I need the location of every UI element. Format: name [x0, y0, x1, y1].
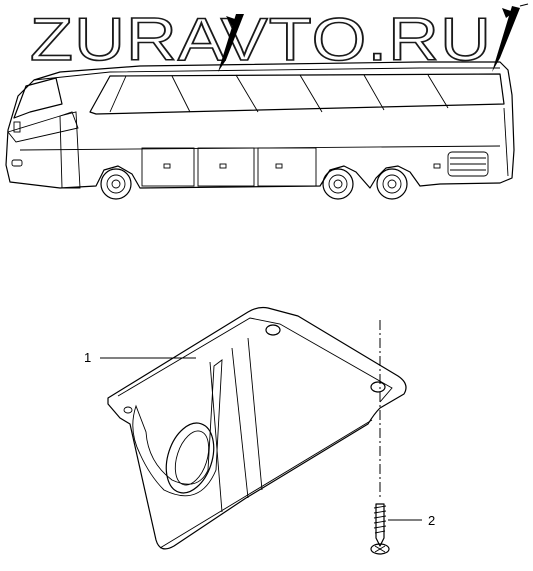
- bus-roof-line: [33, 67, 500, 81]
- bus-front-windows: [7, 111, 79, 143]
- bracket-oval-hole: [165, 422, 215, 494]
- bus-rear-edge: [503, 107, 509, 177]
- bus-windscreen: [13, 77, 63, 119]
- bus-luggage-doors: [141, 147, 441, 187]
- watermark-pointer-marks: [218, 3, 529, 72]
- callout-2: 2: [388, 513, 435, 528]
- bracket-slot: [132, 359, 223, 497]
- bus-wheel-rear-2: [376, 168, 408, 200]
- bus-door: [59, 111, 81, 189]
- callout-1: 1: [84, 350, 196, 365]
- screw-shank: [375, 503, 385, 547]
- bracket-plate-outline: [107, 306, 407, 550]
- screw-part: [370, 320, 390, 555]
- bus-rear-grille: [447, 151, 489, 177]
- bus-window-band: [89, 73, 505, 115]
- bracket-bend-lines: [209, 337, 263, 513]
- bus-headlights: [11, 121, 23, 167]
- bus-wheel-rear-1: [322, 168, 354, 200]
- bus-body-outline: [5, 61, 515, 189]
- bus-wheels: [100, 168, 408, 200]
- bracket-oval-hole-inner: [174, 430, 210, 486]
- bus-illustration: [5, 61, 515, 200]
- screw-phillips-cross: [374, 545, 386, 553]
- screw-head: [370, 543, 390, 555]
- bracket-mount-holes: [123, 324, 386, 414]
- callout-label-2: 2: [428, 513, 435, 528]
- bracket-flange: [117, 317, 393, 403]
- watermark-text: ZURAVTO.RU: [30, 6, 492, 73]
- screw-threads: [373, 505, 387, 534]
- bus-wheel-front: [100, 168, 132, 200]
- callout-label-1: 1: [84, 350, 91, 365]
- bracket-part: [107, 306, 407, 550]
- bracket-bottom-edge: [159, 419, 373, 549]
- bus-window-dividers: [109, 74, 449, 113]
